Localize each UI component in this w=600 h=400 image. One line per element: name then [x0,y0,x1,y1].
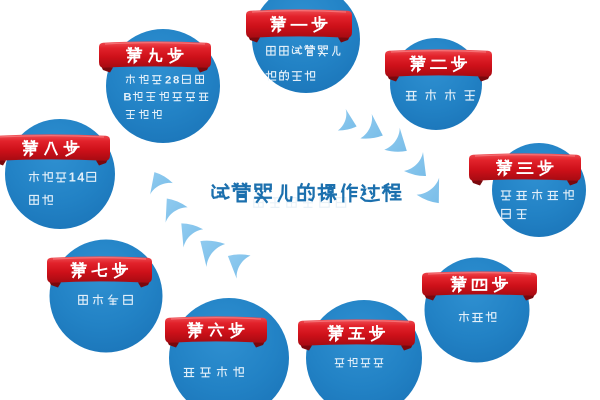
svg-text:2: 2 [165,75,171,87]
svg-text:B: B [123,92,131,104]
svg-text:1: 1 [69,171,76,185]
svg-text:8: 8 [173,75,179,87]
svg-text:4: 4 [77,171,84,185]
